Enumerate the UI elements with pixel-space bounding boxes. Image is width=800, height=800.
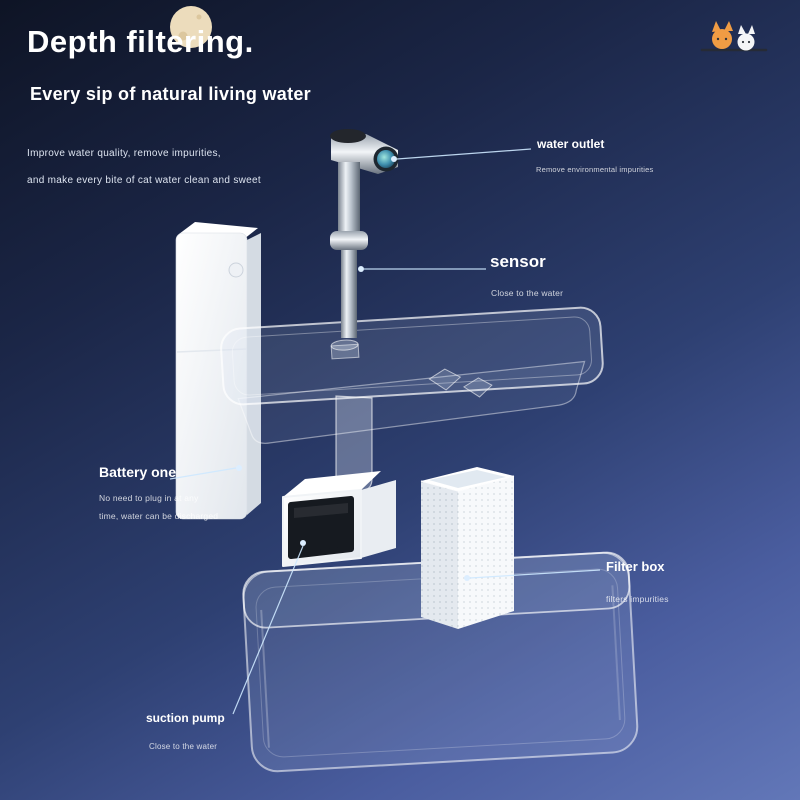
- tray-cup-icon: [428, 368, 493, 398]
- leader-lines: [169, 148, 601, 715]
- description-line-1: Improve water quality, remove impurities…: [27, 148, 221, 159]
- suction-pump-subtext: Close to the water: [149, 742, 218, 751]
- water-outlet-leader: [396, 148, 532, 160]
- moon-icon: [170, 6, 212, 48]
- sensor-subtext: Close to the water: [491, 288, 564, 298]
- filter-box-subtext: filters impurities: [606, 594, 669, 604]
- page-title: Depth filtering.: [27, 24, 254, 59]
- suction-pump-leader: [232, 545, 304, 715]
- water-outlet-subtext: Remove environmental impurities: [536, 165, 654, 174]
- cats-icon: [700, 21, 768, 52]
- sensor-label: sensor: [490, 252, 546, 271]
- filter-box-graphic: [420, 467, 515, 629]
- battery-leader: [169, 467, 237, 480]
- tray-pipe-collar: [330, 339, 360, 360]
- battery-subtext-line-2: time, water can be discharged: [99, 511, 219, 521]
- suction-pump-label: suction pump: [146, 711, 225, 725]
- description-line-2: and make every bite of cat water clean a…: [27, 175, 261, 186]
- filter-box-label: Filter box: [606, 559, 665, 574]
- page-subtitle: Every sip of natural living water: [30, 84, 311, 104]
- suction-pump-graphic: [282, 471, 396, 567]
- faucet-graphic: [330, 129, 399, 338]
- filter-box-leader: [469, 569, 601, 579]
- battery-label: Battery one: [99, 464, 177, 480]
- battery-graphic: [175, 222, 261, 520]
- tray-graphic: [220, 306, 604, 444]
- battery-subtext-line-1: No need to plug in at any: [99, 493, 199, 503]
- water-outlet-label: water outlet: [537, 137, 605, 151]
